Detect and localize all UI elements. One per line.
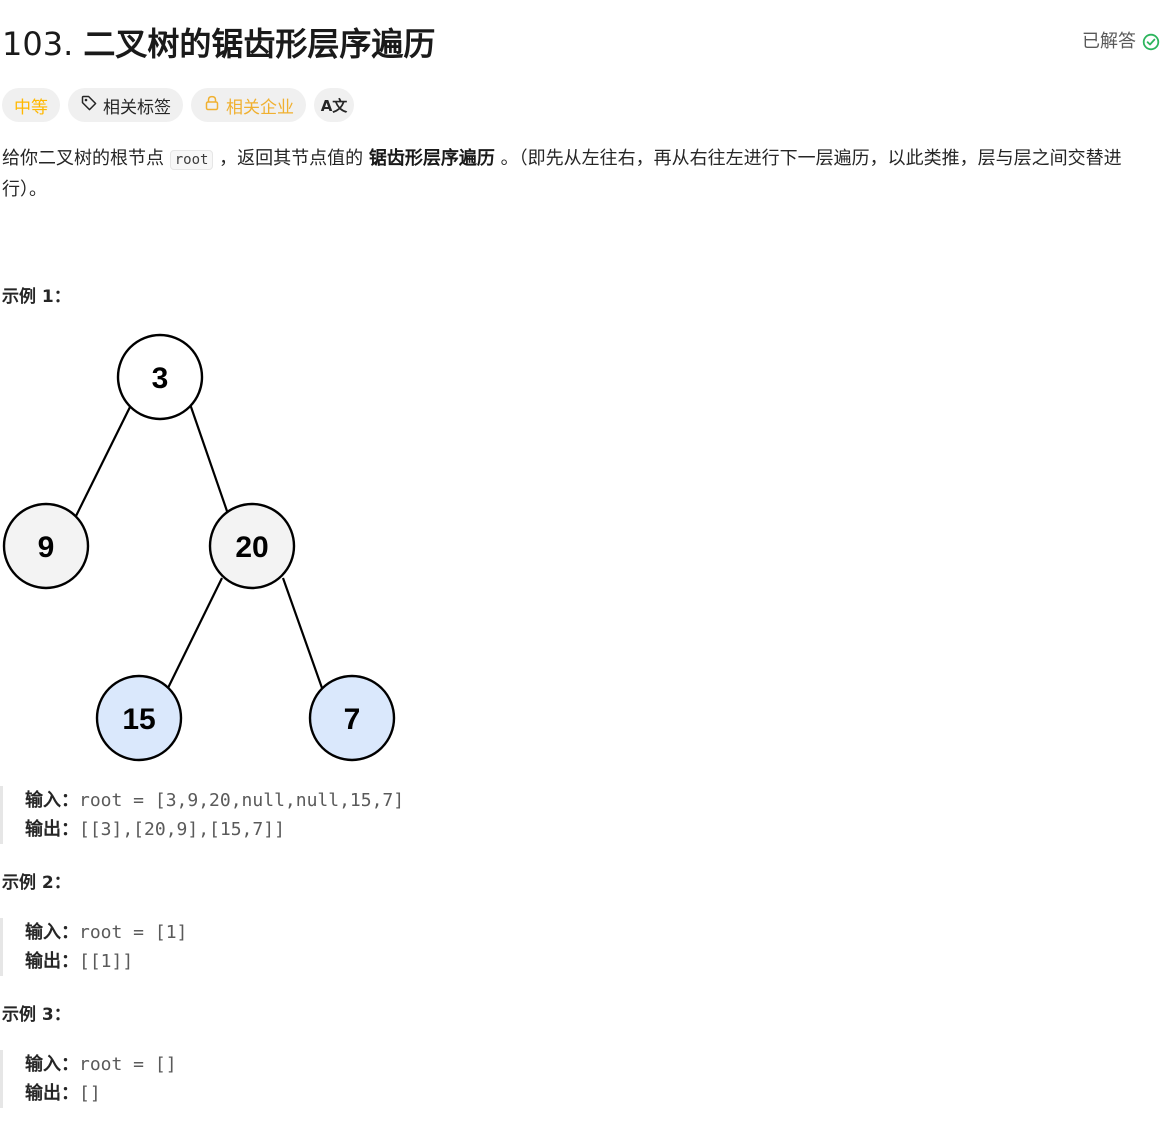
example-2-label: 示例 2：	[2, 873, 71, 893]
output-key: 输出：	[25, 951, 79, 972]
description-text-3: 。（即先从左往右，再从右往左进行下一层遍历，以此类推，层与层之间交替进行）。	[2, 148, 1122, 200]
input-key: 输入：	[25, 790, 79, 811]
translate-icon: A文	[320, 96, 348, 115]
solved-label: 已解答	[1082, 31, 1136, 52]
problem-description: 给你二叉树的根节点 root ，返回其节点值的 锯齿形层序遍历 。（即先从左往右…	[2, 144, 1162, 204]
tag-icon	[80, 94, 98, 117]
example-3-output: 输出：[]	[25, 1079, 177, 1108]
example-3-label: 示例 3：	[2, 1005, 71, 1025]
edge-3-20	[188, 403, 230, 515]
problem-number: 103.	[2, 25, 74, 63]
translate-button[interactable]: A文	[314, 88, 354, 122]
edge-20-7	[281, 577, 324, 689]
difficulty-badge: 中等	[2, 88, 60, 122]
title-row: 103. 二叉树的锯齿形层序遍历 已解答	[0, 18, 1168, 70]
tree-node-9: 9	[2, 502, 90, 590]
description-text-1: 给你二叉树的根节点	[2, 148, 170, 169]
tags-row: 中等 相关标签 相关企业 A文	[2, 88, 354, 122]
lock-icon	[203, 94, 221, 117]
related-tags-label: 相关标签	[103, 97, 171, 118]
description-bold: 锯齿形层序遍历	[368, 148, 495, 169]
binary-tree-diagram: 3 9 20 15 7	[2, 333, 396, 762]
tree-node-3-label: 3	[152, 362, 169, 395]
example-1-output: 输出：[[3],[20,9],[15,7]]	[25, 815, 404, 844]
input-value: root = [3,9,20,null,null,15,7]	[79, 790, 405, 811]
tree-node-20-label: 20	[235, 531, 268, 564]
related-companies-button[interactable]: 相关企业	[191, 88, 306, 122]
example-3-io: 输入：root = [] 输出：[]	[0, 1050, 177, 1108]
example-3-input: 输入：root = []	[25, 1050, 177, 1079]
tree-node-9-label: 9	[38, 531, 55, 564]
tree-node-20: 20	[208, 502, 296, 590]
example-1-io: 输入：root = [3,9,20,null,null,15,7] 输出：[[3…	[0, 786, 404, 844]
problem-name: 二叉树的锯齿形层序遍历	[83, 25, 436, 63]
example-2-io: 输入：root = [1] 输出：[[1]]	[0, 918, 187, 976]
output-value: [[3],[20,9],[15,7]]	[79, 819, 285, 840]
input-key: 输入：	[25, 1054, 79, 1075]
tree-node-15-label: 15	[122, 703, 155, 736]
root-code: root	[169, 150, 214, 170]
related-tags-button[interactable]: 相关标签	[68, 88, 183, 122]
tree-node-3: 3	[116, 333, 204, 421]
page-title[interactable]: 103. 二叉树的锯齿形层序遍历	[2, 22, 435, 66]
example-1-label: 示例 1：	[2, 287, 71, 307]
tree-node-15: 15	[95, 674, 183, 762]
description-text-2: ，返回其节点值的	[213, 148, 369, 169]
example-2-input: 输入：root = [1]	[25, 918, 187, 947]
difficulty-label: 中等	[14, 97, 48, 118]
tree-node-7: 7	[308, 674, 396, 762]
related-companies-label: 相关企业	[226, 97, 294, 118]
solved-status: 已解答	[1082, 30, 1160, 54]
check-circle-icon	[1142, 33, 1160, 51]
input-value: root = []	[79, 1054, 177, 1075]
tree-node-7-label: 7	[344, 703, 361, 736]
input-value: root = [1]	[79, 922, 188, 943]
example-2-output: 输出：[[1]]	[25, 947, 187, 976]
output-key: 输出：	[25, 1083, 79, 1104]
edge-20-15	[167, 577, 223, 689]
output-key: 输出：	[25, 819, 79, 840]
tree-edges	[75, 403, 324, 689]
output-value: [[1]]	[79, 951, 134, 972]
edge-3-9	[75, 406, 131, 517]
input-key: 输入：	[25, 922, 79, 943]
example-1-input: 输入：root = [3,9,20,null,null,15,7]	[25, 786, 404, 815]
output-value: []	[79, 1083, 101, 1104]
